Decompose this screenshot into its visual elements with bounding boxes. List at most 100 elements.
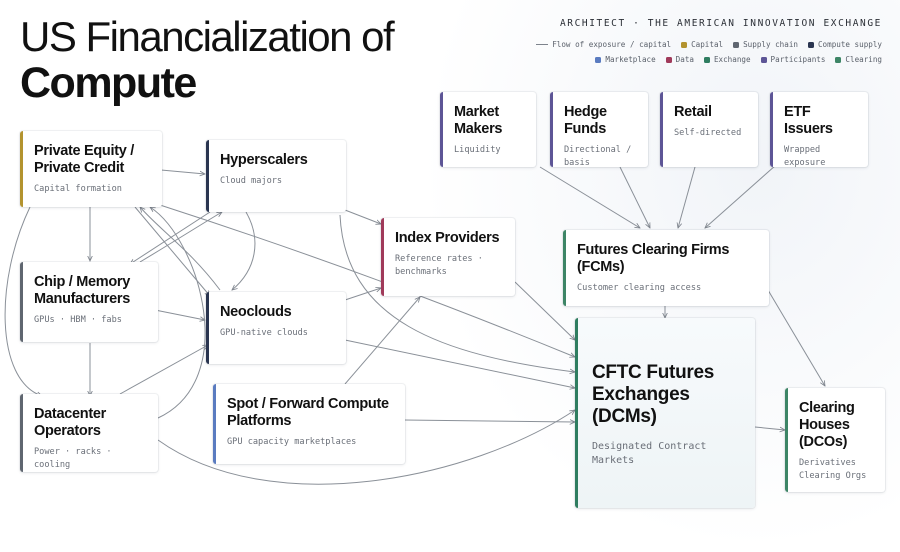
edge-retail-fcm: [678, 166, 696, 228]
node-retail[interactable]: Retail Self-directed: [660, 92, 758, 167]
node-dcms[interactable]: CFTC Futures Exchanges (DCMs) Designated…: [575, 318, 755, 508]
legend-item-supply-chain: Supply chain: [733, 40, 798, 49]
edge-hyper-dcm: [339, 214, 575, 372]
node-title: Spot / Forward Compute Platforms: [227, 396, 389, 429]
node-title: Neoclouds: [220, 304, 292, 320]
node-title: Hedge Funds: [564, 104, 607, 137]
legend-item-clearing: Clearing: [835, 55, 882, 64]
legend-item-participants: Participants: [760, 55, 826, 64]
edge-hf-fcm: [619, 166, 651, 228]
legend-row-2: Marketplace Data Exchange Participants C…: [595, 55, 882, 64]
edge-hyper-index: [344, 209, 381, 224]
legend-item-capital: Capital: [681, 40, 723, 49]
swatch-compute-supply: [807, 41, 814, 48]
node-subtitle: Customer clearing access: [577, 283, 702, 293]
swatch-supply-chain: [733, 41, 740, 48]
node-subtitle: Power · racks · cooling: [34, 447, 112, 470]
node-subtitle: GPU capacity marketplaces: [227, 437, 357, 447]
page-title: US Financialization of Compute: [20, 13, 395, 107]
node-title: Retail: [674, 104, 712, 120]
node-title: Hyperscalers: [220, 152, 308, 168]
edge-neo-pe: [140, 207, 221, 291]
node-chip-memory[interactable]: Chip / Memory Manufacturers GPUs · HBM ·…: [20, 262, 158, 342]
edge-neo-dcm: [344, 339, 575, 388]
node-title: Index Providers: [395, 230, 500, 246]
node-hedge-funds[interactable]: Hedge Funds Directional / basis: [550, 92, 648, 168]
edge-index-dcm: [514, 281, 575, 340]
swatch-participants: [760, 56, 767, 63]
node-subtitle: Self-directed: [674, 128, 742, 138]
edge-mm-fcm: [539, 166, 640, 228]
node-subtitle: Liquidity: [454, 145, 501, 155]
legend-flow: Flow of exposure / capital: [536, 40, 671, 49]
node-hyperscalers[interactable]: Hyperscalers Cloud majors: [206, 140, 346, 212]
swatch-clearing: [835, 56, 842, 63]
edge-hyper-chip: [130, 211, 211, 264]
flow-line-icon: [536, 44, 549, 45]
node-spot-forward[interactable]: Spot / Forward Compute Platforms GPU cap…: [213, 384, 405, 464]
node-neoclouds[interactable]: Neoclouds GPU-native clouds: [206, 292, 346, 364]
legend-label: Compute supply: [817, 40, 882, 49]
node-title: CFTC Futures Exchanges (DCMs): [592, 362, 715, 427]
brand-label: ARCHITECT · THE AMERICAN INNOVATION EXCH…: [559, 18, 882, 29]
node-fcms[interactable]: Futures Clearing Firms (FCMs) Customer c…: [563, 230, 769, 306]
node-etf-issuers[interactable]: ETF Issuers Wrapped exposure: [770, 92, 868, 168]
node-subtitle: GPU-native clouds: [220, 328, 308, 338]
legend-label: Supply chain: [743, 40, 798, 49]
edge-dcm-dco: [754, 426, 785, 430]
node-title: Private Equity / Private Credit: [34, 143, 134, 176]
edge-pe-dc: [4, 206, 42, 396]
edge-fcm-dco: [764, 284, 825, 386]
edge-hyper-neo: [232, 211, 256, 290]
swatch-marketplace: [595, 56, 602, 63]
node-title: Futures Clearing Firms (FCMs): [577, 242, 730, 275]
edge-spot-index: [344, 297, 420, 385]
legend-item-compute-supply: Compute supply: [807, 40, 882, 49]
swatch-capital: [681, 41, 688, 48]
node-title: ETF Issuers: [784, 104, 833, 137]
node-subtitle: Designated Contract Markets: [592, 441, 707, 466]
edge-dc-pe: [150, 207, 206, 419]
edge-chip-neo: [154, 309, 205, 320]
node-index-providers[interactable]: Index Providers Reference rates · benchm…: [381, 218, 515, 296]
node-market-makers[interactable]: Market Makers Liquidity: [440, 92, 536, 167]
node-title: Market Makers: [454, 104, 503, 137]
swatch-exchange: [703, 56, 710, 63]
legend-label: Exchange: [713, 55, 751, 64]
node-subtitle: Capital formation: [34, 184, 122, 194]
legend-label: Marketplace: [605, 55, 656, 64]
title-line-1: US Financialization of: [20, 13, 395, 60]
legend-row-1: Flow of exposure / capital Capital Suppl…: [536, 40, 882, 49]
node-subtitle: Cloud majors: [220, 176, 283, 186]
node-title: Clearing Houses (DCOs): [799, 400, 855, 450]
node-title: Chip / Memory Manufacturers: [34, 274, 131, 307]
node-dcos[interactable]: Clearing Houses (DCOs) Derivatives Clear…: [785, 388, 885, 492]
node-subtitle: Wrapped exposure: [784, 145, 826, 168]
node-datacenter-operators[interactable]: Datacenter Operators Power · racks · coo…: [20, 394, 158, 472]
node-subtitle: Derivatives Clearing Orgs: [799, 458, 867, 481]
node-title: Datacenter Operators: [34, 406, 106, 439]
legend-item-marketplace: Marketplace: [595, 55, 656, 64]
legend-flow-label: Flow of exposure / capital: [552, 40, 672, 49]
legend-label: Clearing: [845, 55, 882, 64]
node-subtitle: GPUs · HBM · fabs: [34, 315, 122, 325]
edge-neo-index: [344, 288, 381, 301]
swatch-data: [665, 56, 672, 63]
edge-chip-hyper: [139, 212, 222, 263]
title-line-2: Compute: [20, 59, 197, 107]
legend-item-exchange: Exchange: [703, 55, 751, 64]
edge-dc-dcm: [157, 410, 575, 485]
node-private-equity[interactable]: Private Equity / Private Credit Capital …: [20, 131, 162, 207]
edge-etf-fcm: [705, 164, 777, 228]
legend-label: Capital: [691, 40, 724, 49]
node-subtitle: Reference rates · benchmarks: [395, 254, 483, 277]
legend-label: Data: [675, 55, 694, 64]
edge-pe-hyper: [160, 169, 205, 174]
legend-label: Participants: [770, 55, 826, 64]
edge-dc-neo: [119, 345, 208, 395]
node-subtitle: Directional / basis: [564, 145, 632, 168]
edge-spot-dcm: [403, 420, 575, 422]
legend-item-data: Data: [665, 55, 694, 64]
